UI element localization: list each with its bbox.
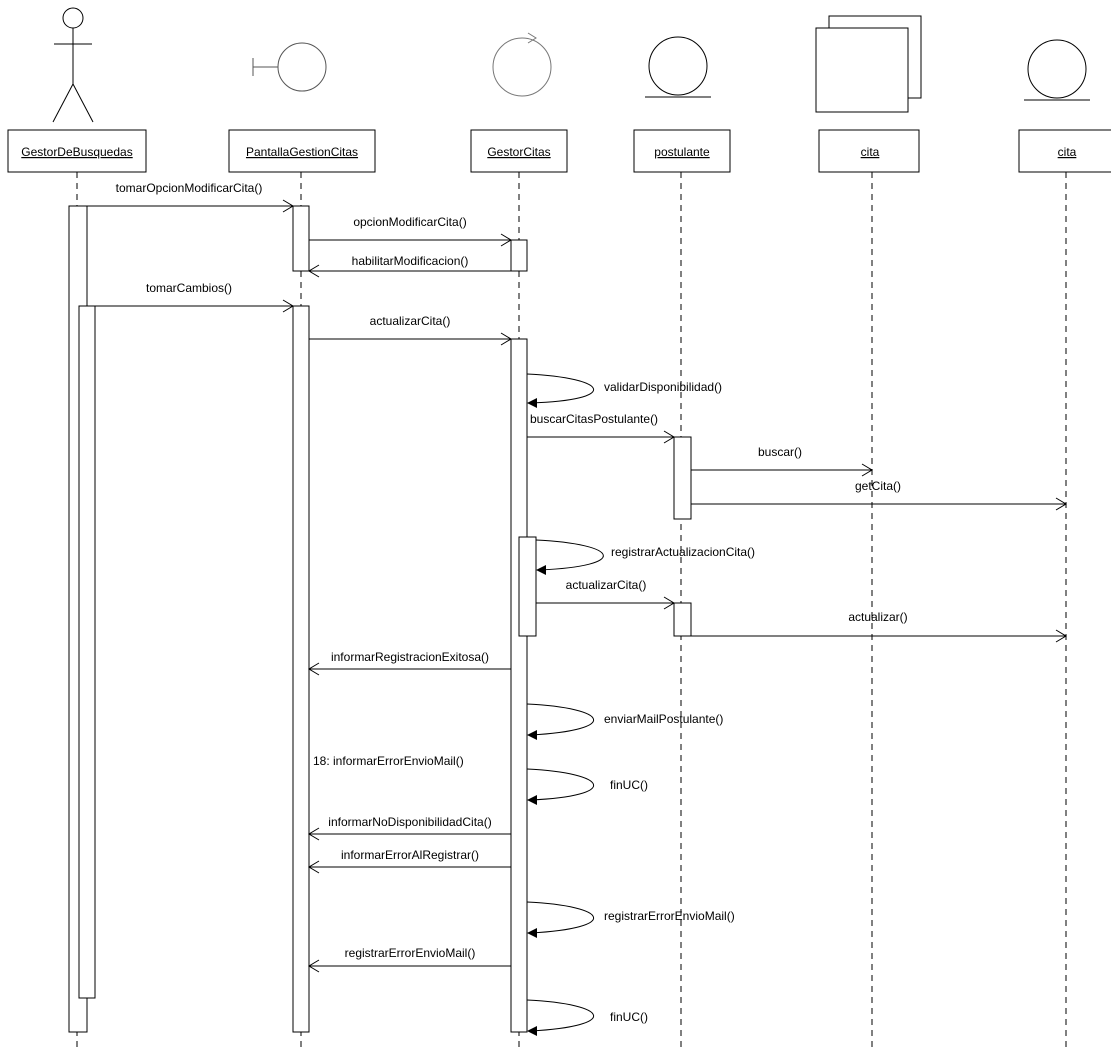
activation-bar (673, 436, 692, 520)
self-call-loop (526, 703, 595, 736)
arrow-head (536, 565, 546, 575)
message-label: actualizarCita() (370, 314, 451, 328)
message-label: actualizarCita() (566, 578, 647, 592)
lifeline-head-cita-2 (1018, 129, 1111, 173)
message-label: buscar() (758, 445, 802, 459)
self-call-loop (526, 373, 595, 404)
arrow-head (282, 199, 294, 213)
activation-bar (292, 305, 310, 1033)
message-label: informarErrorAlRegistrar() (341, 848, 479, 862)
self-call-loop (526, 768, 595, 801)
activation-bar (292, 205, 310, 272)
activation-bar (510, 338, 528, 1033)
arrow-head (1055, 629, 1067, 643)
arrow-head (663, 430, 675, 444)
message-label: finUC() (610, 1010, 648, 1024)
message-label: tomarCambios() (146, 281, 232, 295)
lifeline-name: cita (861, 145, 880, 159)
arrow-head (308, 264, 320, 278)
lifeline-head-gestor-citas (470, 129, 568, 173)
arrow-head (527, 398, 537, 408)
lifeline-name: postulante (654, 145, 710, 159)
arrow-head (308, 662, 320, 676)
message-label: actualizar() (848, 610, 907, 624)
multi-object-icon (815, 15, 922, 113)
entity-icon (1024, 39, 1090, 101)
arrow-head (500, 233, 512, 247)
arrow-head (663, 596, 675, 610)
actor-icon (52, 7, 94, 123)
message-label: enviarMailPostulante() (604, 712, 723, 726)
self-call-loop (526, 999, 595, 1032)
arrow-head (500, 332, 512, 346)
arrow-head (308, 959, 320, 973)
lifeline-head-pantalla-gestion-citas (228, 129, 376, 173)
lifeline-head-postulante (633, 129, 731, 173)
control-icon (492, 32, 552, 97)
message-label: buscarCitasPostulante() (530, 412, 658, 426)
boundary-icon (252, 42, 327, 92)
lifeline-name: GestorDeBusquedas (21, 145, 132, 159)
message-label: validarDisponibilidad() (604, 380, 722, 394)
lifeline-name: PantallaGestionCitas (246, 145, 358, 159)
arrow-head (861, 463, 873, 477)
message-label: registrarErrorEnvioMail() (604, 909, 735, 923)
message-label: opcionModificarCita() (353, 215, 466, 229)
arrow-head (308, 860, 320, 874)
message-label: informarNoDisponibilidadCita() (328, 815, 491, 829)
activation-bar (510, 239, 528, 272)
arrow-head (1055, 497, 1067, 511)
self-call-loop (535, 539, 604, 571)
lifeline-head-gestor-de-busquedas (7, 129, 147, 173)
lifeline-name: cita (1058, 145, 1077, 159)
arrow-head (527, 730, 537, 740)
message-label: habilitarModificacion() (352, 254, 469, 268)
self-call-loop (526, 901, 595, 934)
message-label: informarRegistracionExitosa() (331, 650, 489, 664)
entity-icon (645, 36, 711, 98)
activation-bar (78, 305, 96, 999)
arrow-head (308, 827, 320, 841)
arrow-head (527, 1026, 537, 1036)
message-label: tomarOpcionModificarCita() (116, 181, 263, 195)
arrow-head (282, 299, 294, 313)
arrow-head (527, 795, 537, 805)
activation-bar (518, 536, 537, 637)
message-label: finUC() (610, 778, 648, 792)
lifeline-head-cita-1 (818, 129, 920, 173)
arrow-head (527, 928, 537, 938)
activation-bar (673, 602, 692, 637)
message-label: registrarActualizacionCita() (611, 545, 755, 559)
message-label: 18: informarErrorEnvioMail() (313, 754, 464, 768)
message-label: registrarErrorEnvioMail() (345, 946, 476, 960)
lifeline-name: GestorCitas (487, 145, 550, 159)
message-label: getCita() (855, 479, 901, 493)
